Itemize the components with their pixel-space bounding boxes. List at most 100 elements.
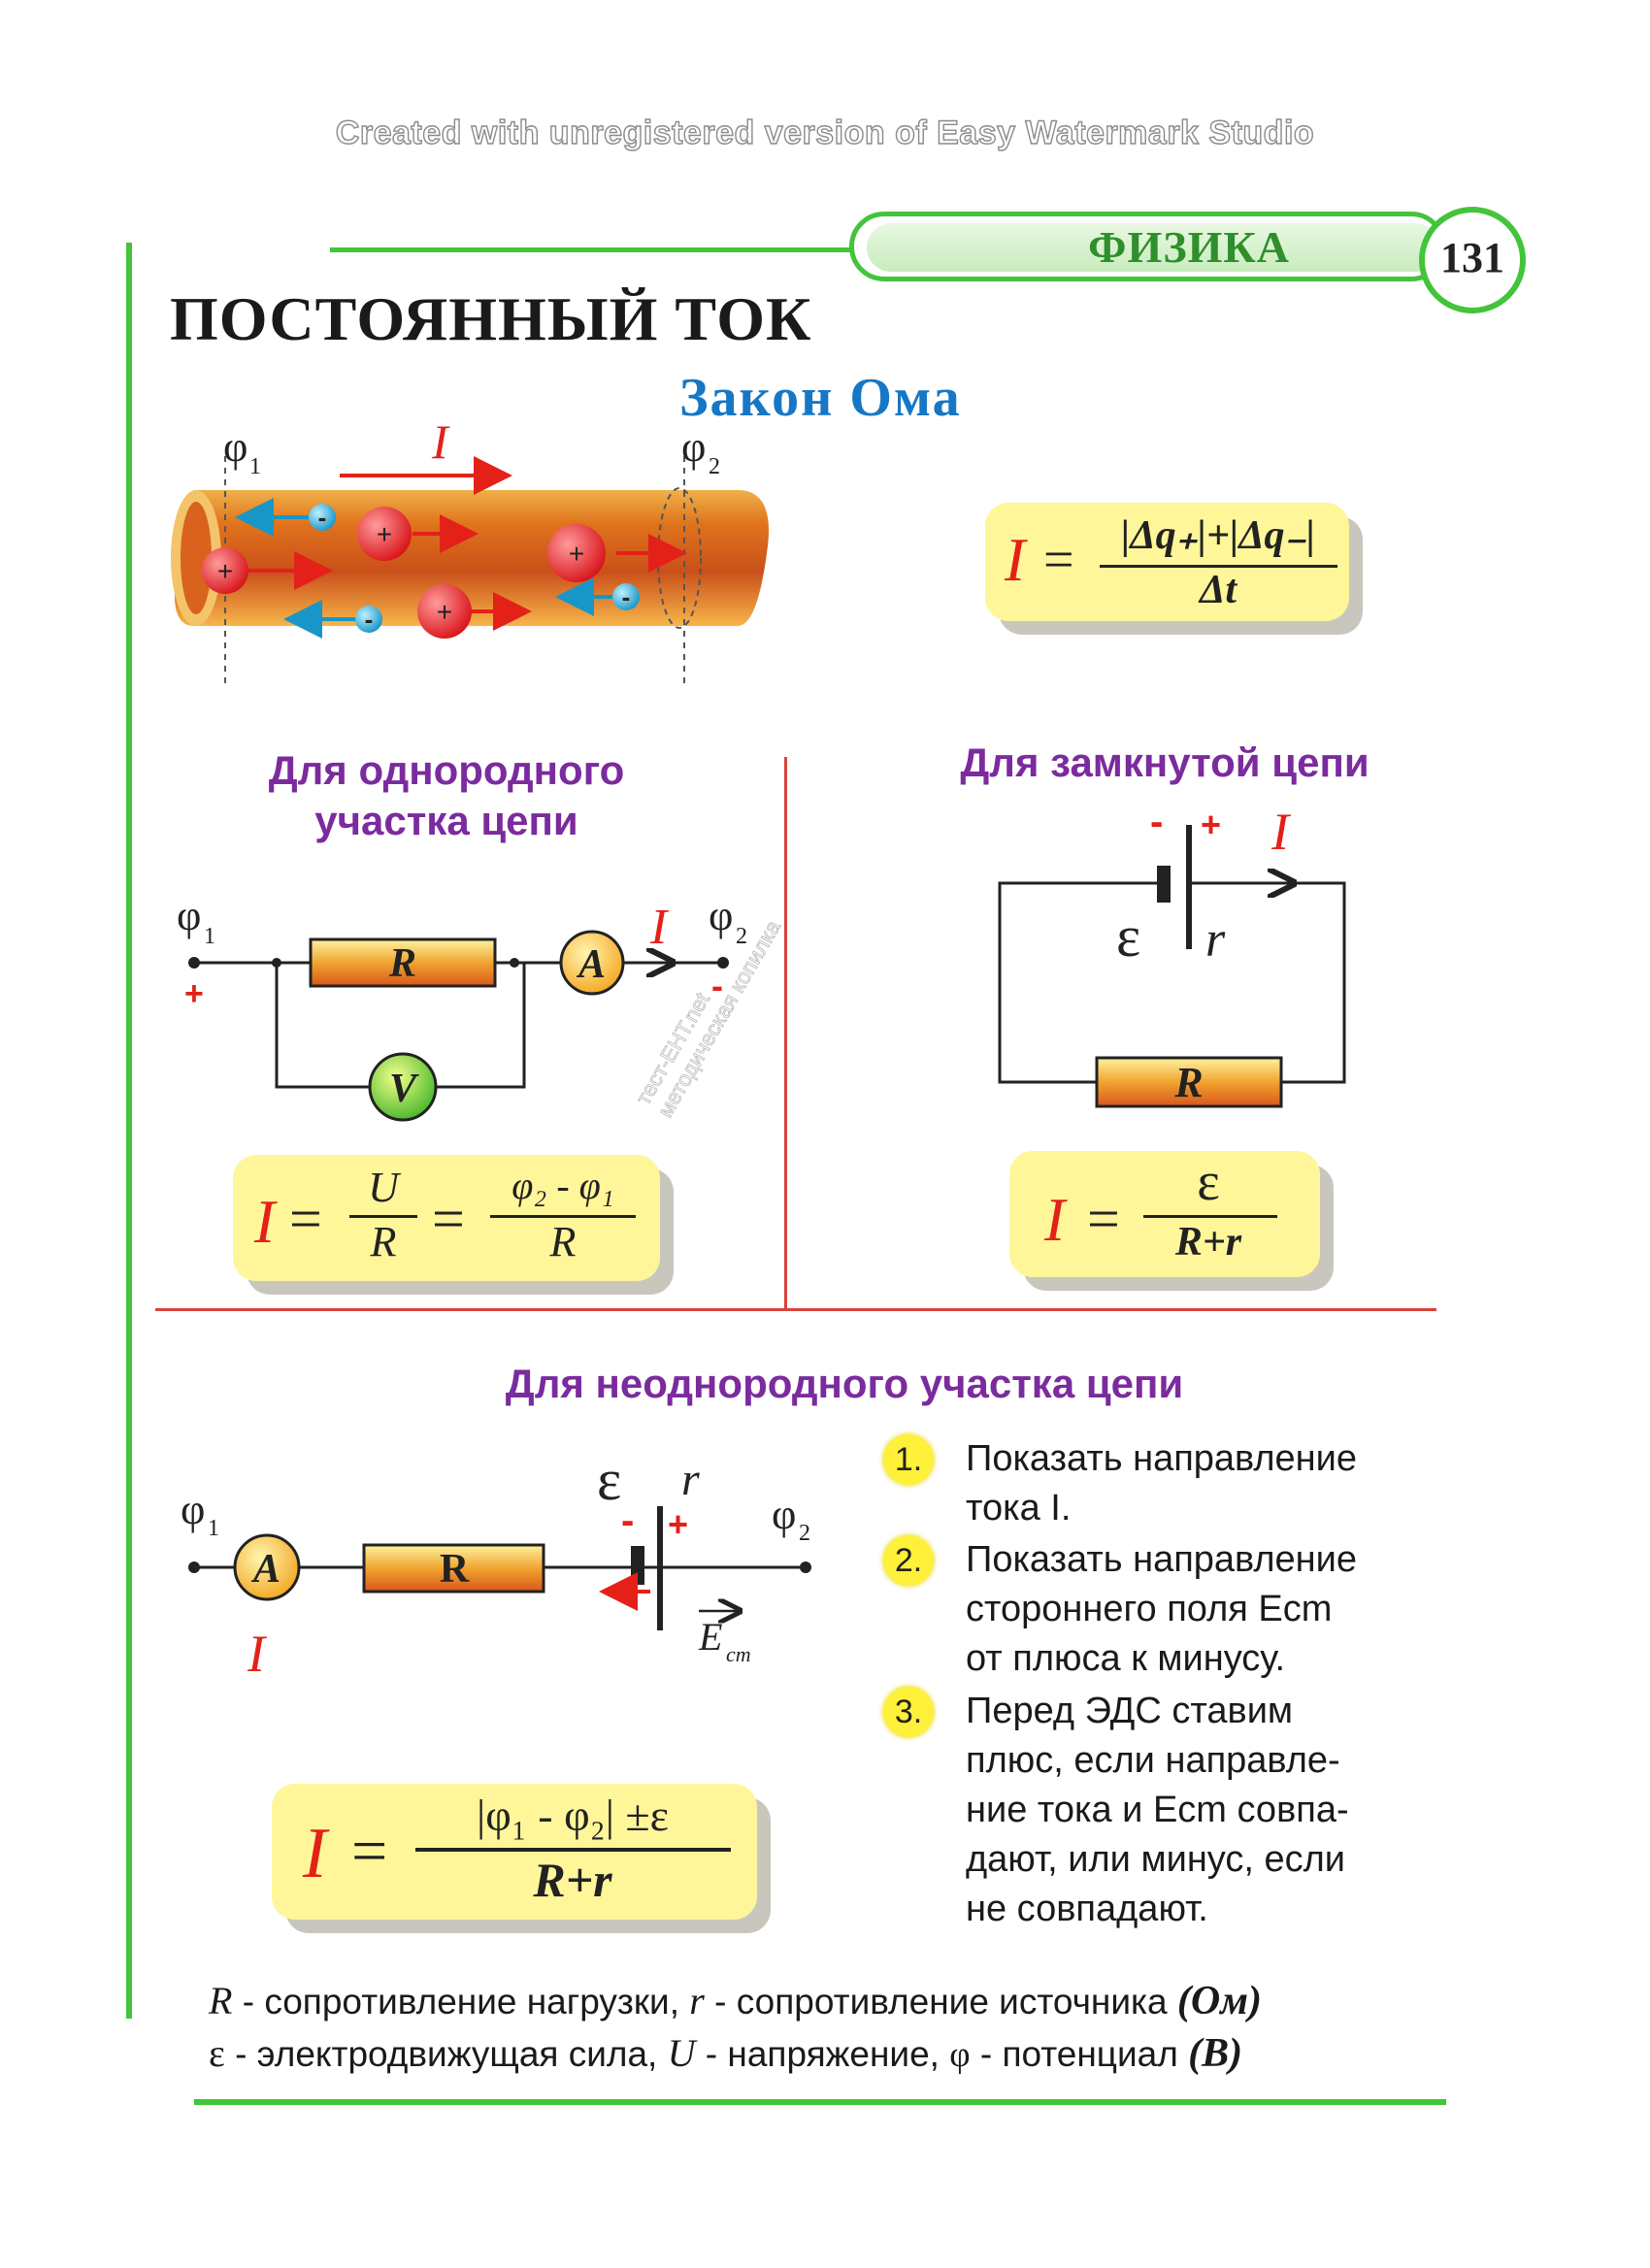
field-subscript: cm: [726, 1642, 751, 1666]
formula-denominator: R: [370, 1218, 397, 1265]
charge-minus-sign: -: [318, 503, 327, 532]
charge-plus-sign: +: [377, 519, 392, 549]
step-line: Показать направление: [966, 1539, 1358, 1580]
step-line: дают, или минус, если: [966, 1839, 1346, 1880]
step-number-badge: 3.: [883, 1687, 934, 1737]
charge-minus-sign: -: [365, 605, 374, 634]
phi2-subscript: 2: [709, 454, 720, 479]
section-heading-ohms-law: Закон Ома: [679, 368, 962, 428]
phi1-label: φ: [223, 423, 248, 471]
current-label: I: [247, 1625, 268, 1683]
phi2-subscript: 2: [736, 924, 747, 949]
section-title-line: участка цепи: [314, 798, 578, 843]
legend-line-1: R - сопротивление нагрузки, r - сопротив…: [209, 1978, 1262, 2024]
step-line: стороннего поля Ecm: [966, 1589, 1333, 1629]
phi1-label: φ: [181, 1486, 205, 1533]
field-label: E: [698, 1615, 722, 1659]
symbol-U: U: [667, 2031, 696, 2075]
formula-denominator: Δt: [1199, 568, 1237, 612]
emf-label: ε: [597, 1448, 621, 1512]
formula-equals: =: [289, 1187, 322, 1251]
fraction-bar: [349, 1215, 417, 1218]
plus-sign: +: [668, 1504, 688, 1544]
phi1-label: φ: [177, 892, 201, 939]
section-title-closed: Для замкнутой цепи: [960, 740, 1370, 785]
resistor-label: R: [440, 1547, 470, 1592]
step-number-badge: 1.: [883, 1434, 934, 1485]
formula-lhs: I: [254, 1187, 276, 1256]
conductor-illustration: + + + + - - - φ 1 φ 2 I: [171, 417, 769, 689]
phi2-label: φ: [772, 1491, 796, 1538]
charge-minus-sign: -: [622, 582, 631, 611]
formula-box-charge: [985, 503, 1349, 621]
phi2-label: φ: [709, 892, 733, 939]
charge-plus-sign: +: [217, 556, 233, 586]
formula-numerator: |φ₁ - φ₂| ±ε: [477, 1791, 669, 1840]
page-title: ПОСТОЯННЫЙ ТОК: [170, 284, 812, 353]
symbol-r: r: [689, 1979, 705, 2022]
formula-numerator: |Δq₊|+|Δq₋|: [1121, 513, 1315, 558]
step-line: от плюса к минусу.: [966, 1638, 1286, 1679]
header-pill-fill: [867, 223, 1439, 272]
watermark-text: Created with unregistered version of Eas…: [335, 114, 1315, 151]
charge-plus-sign: +: [569, 539, 584, 569]
charge-plus-sign: +: [437, 597, 452, 627]
minus-sign: -: [1150, 805, 1163, 843]
voltmeter-label: V: [389, 1067, 419, 1111]
unit-ohm: (Ом): [1176, 1979, 1262, 2023]
symbol-R: R: [209, 1979, 233, 2022]
ammeter-label: A: [576, 942, 606, 987]
closed-circuit-diagram: R - + I ε r: [998, 805, 1346, 1108]
legend-text: - электродвижущая сила,: [224, 2034, 668, 2074]
homogeneous-circuit-diagram: R A V φ 1 φ 2 I + -: [177, 892, 747, 1122]
legend-text: - напряжение,: [695, 2034, 950, 2074]
step-line: плюс, если направле-: [966, 1740, 1340, 1781]
legend-line-2: ε - электродвижущая сила, U - напряжение…: [209, 2030, 1242, 2077]
current-label: I: [649, 900, 670, 955]
emf-label: ε: [1116, 904, 1140, 969]
phi2-subscript: 2: [799, 1521, 810, 1546]
subject-label: ФИЗИКА: [1088, 222, 1290, 272]
vertical-divider: [784, 757, 787, 1310]
formula-equals: =: [1043, 530, 1074, 590]
minus-sign: -: [711, 966, 723, 1005]
step-line: Показать направление: [966, 1438, 1358, 1479]
phi1-subscript: 1: [204, 924, 215, 949]
formula-box-inhomogeneous: [272, 1784, 757, 1920]
page-number: 131: [1440, 234, 1504, 281]
formula-denominator: R: [549, 1218, 577, 1265]
formula-denominator: R+r: [533, 1853, 612, 1907]
legend-text: - сопротивление источника: [704, 1982, 1177, 2021]
step-line: Перед ЭДС ставим: [966, 1691, 1294, 1731]
formula-denominator: R+r: [1174, 1220, 1242, 1265]
legend-text: - потенциал: [970, 2034, 1189, 2074]
fraction-bar: [1100, 565, 1337, 568]
page-number-circle: [1419, 207, 1526, 313]
horizontal-divider: [155, 1308, 1436, 1311]
section-title-inhomogeneous: Для неоднородного участка цепи: [505, 1361, 1184, 1406]
section-title-homogeneous: Для однородного участка цепи: [175, 745, 718, 846]
formula-equals: =: [1087, 1187, 1120, 1251]
resistor-label: R: [388, 941, 416, 986]
legend-text: - сопротивление нагрузки,: [232, 1982, 690, 2021]
fraction-bar: [415, 1848, 731, 1852]
formula-equals: =: [432, 1187, 465, 1251]
formula-equals: =: [351, 1816, 388, 1887]
step-line: не совпадают.: [966, 1889, 1208, 1929]
ammeter-label: A: [250, 1547, 280, 1592]
step-3-text: Перед ЭДС ставим плюс, если направле- ни…: [966, 1687, 1349, 1934]
current-label: I: [431, 417, 450, 469]
formula-box-homogeneous: [233, 1155, 660, 1281]
formula-numerator: ε: [1197, 1152, 1220, 1212]
left-border-line: [126, 243, 132, 2019]
inhomogeneous-circuit-diagram: A R φ 1 φ 2 ε r - + E cm I: [181, 1448, 811, 1683]
step-line: ние тока и Ecm совпа-: [966, 1790, 1349, 1830]
section-title-line: Для однородного: [268, 747, 625, 793]
formula-numerator: φ₂ - φ₁: [512, 1164, 614, 1207]
formula-box-closed: [1009, 1151, 1320, 1277]
fraction-bar: [490, 1215, 636, 1218]
internal-resistance-label: r: [1205, 912, 1226, 968]
internal-resistance-label: r: [681, 1454, 700, 1505]
current-label: I: [1270, 805, 1292, 861]
minus-sign: -: [621, 1499, 634, 1542]
